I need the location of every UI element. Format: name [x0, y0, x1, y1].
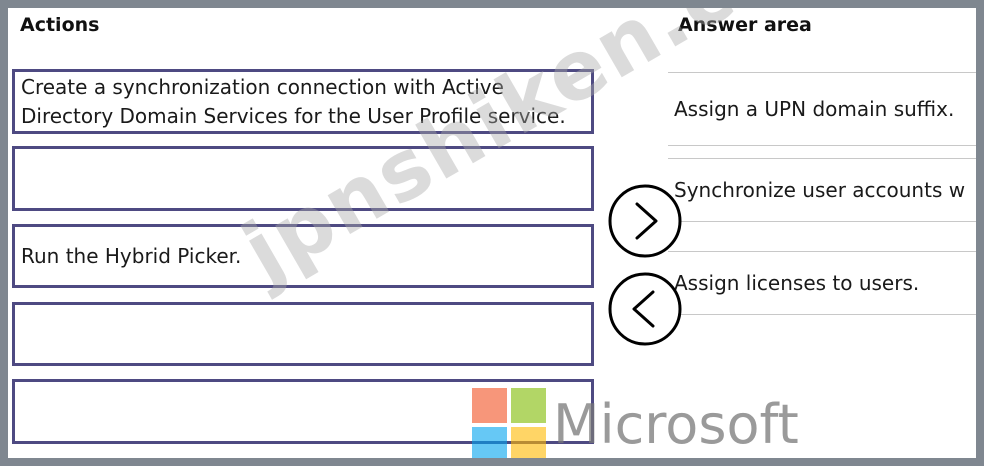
answer-area-heading: Answer area [678, 14, 812, 36]
action-item-2[interactable] [12, 146, 594, 211]
answer-item-label: Assign a UPN domain suffix. [674, 97, 955, 121]
action-item-label: Run the Hybrid Picker. [21, 243, 242, 268]
answer-item-3[interactable]: Assign licenses to users. [668, 251, 976, 315]
move-left-button[interactable] [606, 270, 684, 348]
answer-item-1[interactable]: Assign a UPN domain suffix. [668, 72, 976, 146]
chevron-right-icon [608, 184, 682, 258]
answer-item-label: Assign licenses to users. [674, 271, 920, 295]
action-item-1[interactable]: Create a synchronization connection with… [12, 69, 594, 134]
answer-item-label: Synchronize user accounts w [674, 178, 966, 202]
action-item-4[interactable] [12, 302, 594, 366]
chevron-left-icon [608, 272, 682, 346]
move-right-button[interactable] [606, 182, 684, 260]
action-item-label: Create a synchronization connection with… [21, 74, 566, 128]
action-item-3[interactable]: Run the Hybrid Picker. [12, 224, 594, 288]
answer-item-2[interactable]: Synchronize user accounts w [668, 158, 976, 222]
action-item-5[interactable] [12, 379, 594, 444]
actions-heading: Actions [20, 14, 100, 36]
